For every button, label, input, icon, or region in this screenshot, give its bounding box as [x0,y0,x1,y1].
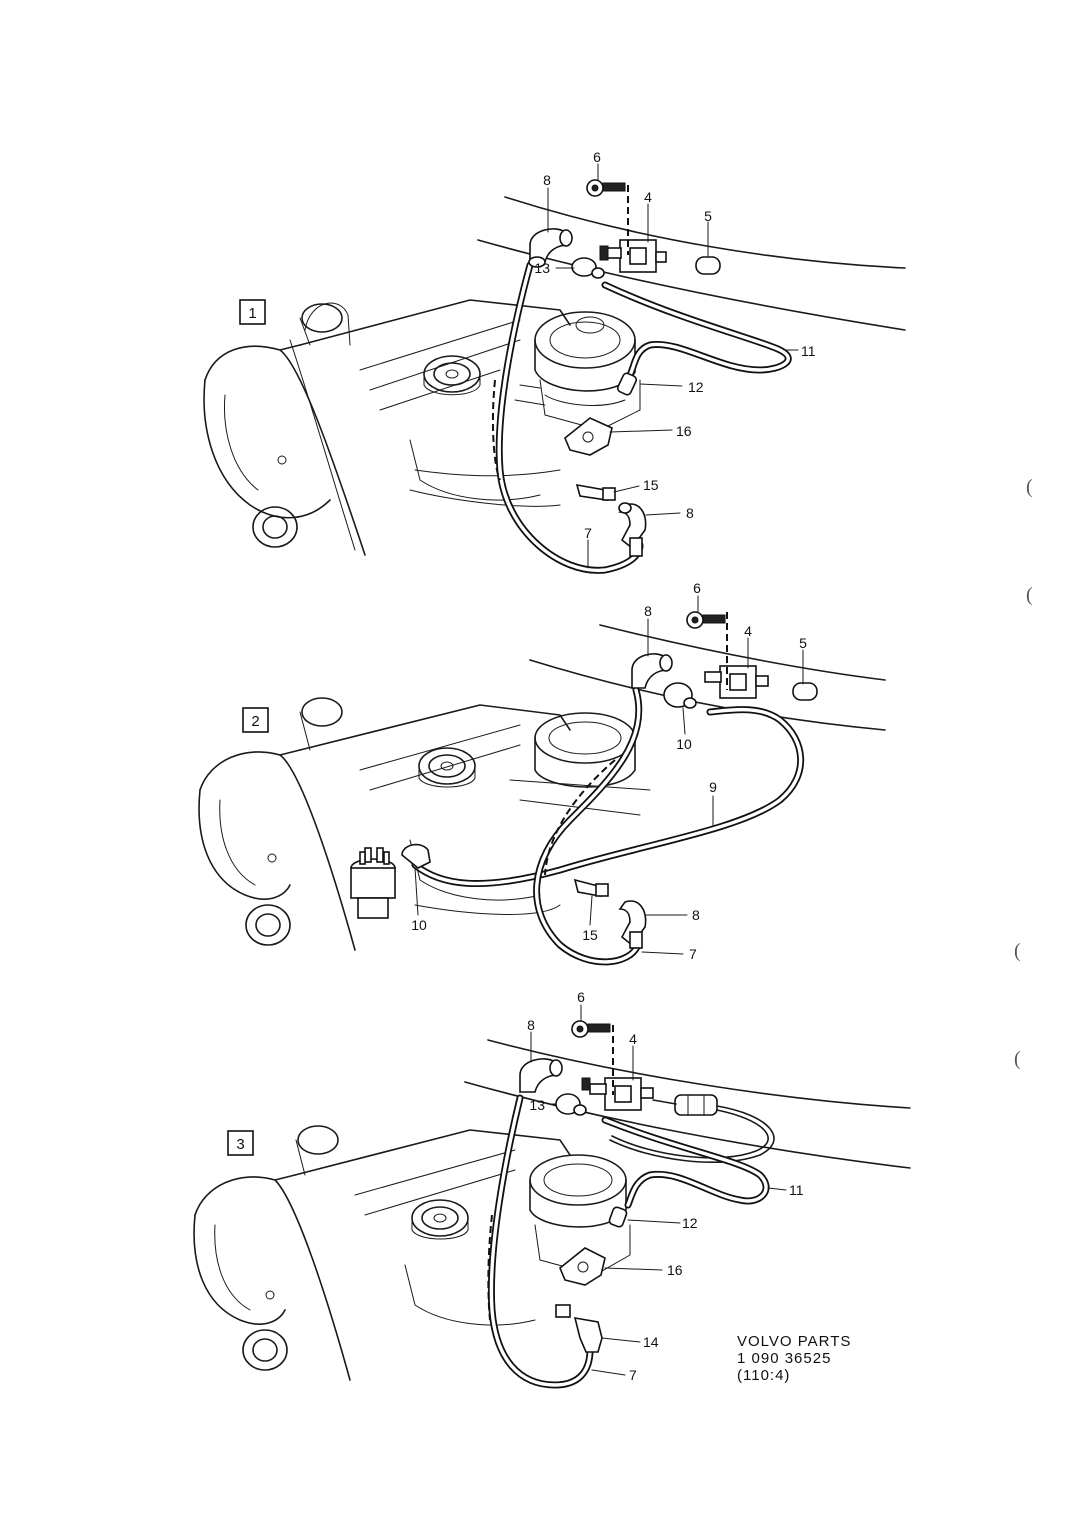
leader-lines [414,595,804,955]
callout-8: 8 [686,505,694,521]
part-10-connector-upper [663,682,697,709]
caption-brand: VOLVO PARTS [737,1333,852,1350]
callout-11: 11 [801,343,816,359]
part-8-elbow-lower [618,502,647,557]
panel-1-number-box [239,299,266,325]
part-6-screw [586,179,626,197]
panel-3-number-box [227,1130,254,1156]
hose-7 [487,1094,594,1389]
leader-lines [547,163,799,569]
part-5-cap [695,256,721,275]
caption-section: (110:4) [737,1367,791,1384]
callout-15: 15 [582,927,598,943]
callout-7: 7 [629,1367,637,1383]
part-8-elbow-lower [618,900,647,949]
callout-10: 10 [411,917,427,933]
engine-block [203,299,571,556]
hose-7 [533,686,643,966]
margin-mark: ( [1014,1048,1021,1070]
callout-13: 13 [534,260,550,276]
callout-12: 12 [682,1215,698,1231]
panel-1-number: 1 [248,305,256,322]
part-16-vacuum-unit [564,417,613,456]
part-4-valve [704,612,769,699]
part-6-screw [686,611,726,629]
callout-4: 4 [744,623,752,639]
part-8-elbow-upper [519,1058,563,1093]
callout-4: 4 [644,189,652,205]
part-16-vacuum-unit [559,1247,606,1286]
callout-12: 12 [688,379,704,395]
fender-line [504,196,906,269]
engine-block [193,1125,571,1381]
margin-mark: ( [1014,940,1021,962]
crankshaft-pulley [411,1199,469,1240]
part-12-connector [608,1206,628,1228]
callout-7: 7 [689,946,697,962]
panel-2: 2 [198,580,886,966]
part-5-cap [792,682,818,701]
part-13-connector [571,257,605,279]
callout-5: 5 [704,208,712,224]
part-4-valve [581,1025,654,1111]
callout-15: 15 [643,477,659,493]
panel-2-number-box [242,707,269,733]
callout-4: 4 [629,1031,637,1047]
part-13-connector [555,1093,587,1116]
margin-mark: ( [1026,476,1033,498]
callout-5: 5 [799,635,807,651]
callout-16: 16 [667,1262,683,1278]
inline-filter [674,1094,718,1116]
panel-2-number: 2 [251,713,259,730]
callout-6: 6 [577,989,585,1005]
fender-line [599,624,886,681]
callout-8: 8 [692,907,700,923]
part-8-elbow-upper [528,228,573,268]
part-15-connector [575,483,616,501]
part-12-connector [616,372,638,396]
part-number-caption: VOLVO PARTS 1 090 36525 (110:4) [737,1333,851,1384]
crankshaft-pulley [423,355,481,396]
crankshaft-pulley [418,747,476,788]
callout-11: 11 [789,1182,804,1198]
part-6-screw [571,1020,611,1038]
fender-line [487,1039,911,1109]
callout-6: 6 [593,149,601,165]
callout-6: 6 [693,580,701,596]
callout-7: 7 [584,525,592,541]
panel-3-number: 3 [236,1136,244,1153]
part-15-connector [573,878,609,897]
callout-13: 13 [529,1097,545,1113]
fender-line [529,659,886,731]
engine-block [198,697,571,951]
carburetor [514,311,641,431]
callout-10: 10 [676,736,692,752]
callout-8: 8 [543,172,551,188]
part-14-tee [555,1304,603,1353]
panel-3: 3 [193,989,911,1389]
callout-14: 14 [643,1334,659,1350]
margin-mark: ( [1026,584,1033,606]
callout-8: 8 [644,603,652,619]
callout-8: 8 [527,1017,535,1033]
caption-part-number: 1 090 36525 [737,1350,832,1367]
panel-1: 1 [203,149,906,574]
part-10-connector-lower [401,843,431,869]
part-4-valve [599,185,667,273]
part-8-elbow-upper [631,653,673,689]
air-cleaner [509,712,651,816]
leader-lines [530,1004,787,1376]
callout-16: 16 [676,423,692,439]
distributor [350,847,396,919]
callout-9: 9 [709,779,717,795]
